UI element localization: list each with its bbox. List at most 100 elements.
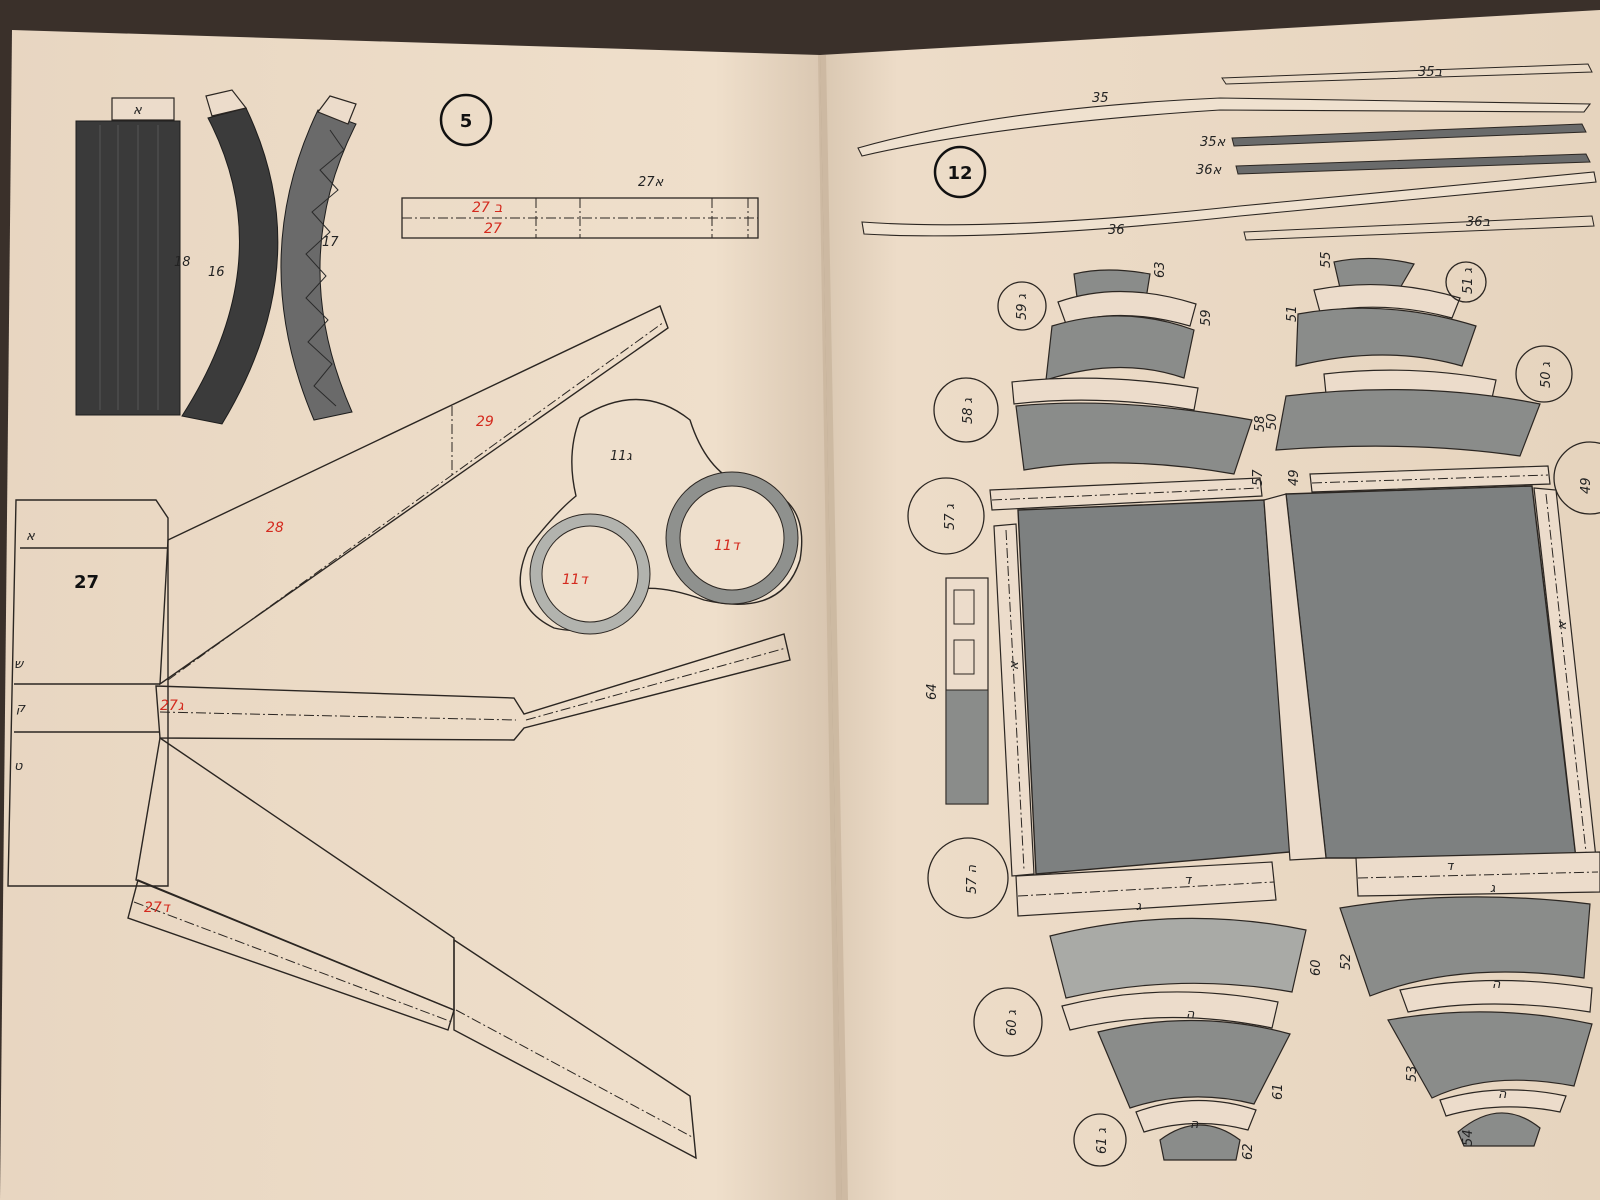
rod-label-35b: ב35 [1418, 65, 1443, 80]
circle-label-51: 51 ג [1461, 267, 1476, 294]
strip-bottom-right [1355, 851, 1600, 897]
wing-piece-28-29 [159, 305, 669, 686]
arc-label-58: 58 [1253, 415, 1268, 432]
arc-label-62: 62 [1241, 1143, 1256, 1160]
strip-18-label: 18 [174, 255, 191, 270]
lens-left-label: ד11 [562, 572, 589, 588]
rod-label-36a: א36 [1196, 163, 1222, 178]
circle-marker-57b [927, 837, 1009, 919]
strip-16-label: 16 [208, 265, 225, 280]
circle-marker-51 [1445, 261, 1487, 303]
tail-strip-27d [127, 879, 455, 1031]
circle-marker-58 [933, 377, 999, 443]
side-piece-64-notch-1 [953, 589, 975, 625]
edge-letter-4: ט [14, 759, 23, 774]
arc-54-strip [1439, 1089, 1567, 1117]
circle-marker-49 [1553, 441, 1600, 515]
sheet-number-circle-12 [933, 145, 987, 199]
arc-51 [1295, 307, 1477, 367]
rod-label-36b: ב36 [1466, 215, 1491, 230]
circle-label-60: 60 ג [1005, 1009, 1020, 1036]
side-piece-64-notch-2 [953, 639, 975, 675]
panel-divider-strip [1263, 493, 1327, 861]
circle-marker-57a [907, 477, 985, 555]
arc-52 [1339, 896, 1591, 997]
arc-label-59: 59 [1199, 309, 1214, 326]
part-27-red-label: 27 [484, 221, 502, 237]
strip-letter-h-2: ה [1190, 1117, 1199, 1132]
panel-left-side-strip [993, 523, 1035, 877]
arc-label-54: 54 [1461, 1129, 1476, 1146]
strip-letter-d-right: ד [1446, 859, 1455, 874]
rod-36a [1235, 153, 1591, 175]
goggles-label: 11ג [610, 449, 633, 464]
sheet-number-12: 12 [947, 163, 972, 184]
strip-17-zigzag [305, 129, 345, 407]
arc-53-strip [1399, 979, 1593, 1013]
main-piece-27-label: 27 [74, 572, 99, 593]
edge-letter-1: א [26, 529, 35, 544]
arc-62-strip [1135, 1099, 1257, 1133]
arc-53 [1387, 1011, 1593, 1099]
circle-label-49: 49 [1579, 477, 1594, 494]
side-label-64: 64 [925, 683, 940, 700]
strip-17-label: 17 [322, 235, 339, 250]
rod-36b [1243, 215, 1595, 241]
strip-letter-h-4: ה [1498, 1087, 1507, 1102]
strip-letter-a-right: א [1555, 621, 1570, 630]
circle-marker-59 [997, 281, 1047, 331]
side-piece-64-grey [945, 689, 989, 805]
arc-label-55: 55 [1319, 251, 1334, 268]
strip-17-tab [317, 95, 357, 125]
right-page: 35 ב35 א35 א36 36 ב36 12 63 59 58 55 51 … [820, 10, 1600, 1200]
circle-label-57a: 57 ג [943, 503, 958, 530]
part-27a-label: 27א [638, 175, 664, 190]
rod-label-36: 36 [1108, 223, 1125, 238]
strip-49-top [1309, 465, 1551, 493]
arc-label-53: 53 [1405, 1065, 1420, 1082]
circle-marker-61 [1073, 1113, 1127, 1167]
wing-label-28: 28 [266, 520, 284, 536]
left-page: א 18 16 17 5 27א 27 ב 27 27 א ש ק ט [0, 30, 842, 1200]
circle-label-58: 58 ג [961, 397, 976, 424]
arm-piece-27g [155, 633, 791, 741]
arc-61 [1097, 1019, 1291, 1109]
sheet-number-circle-5 [439, 93, 493, 147]
circle-marker-50 [1515, 345, 1573, 403]
strip-18-stripes [99, 125, 159, 410]
rod-label-35a: א35 [1200, 135, 1226, 150]
circle-label-57b: 57 ה [965, 864, 980, 894]
arc-label-52: 52 [1339, 953, 1354, 970]
tail-strip-2 [453, 938, 697, 1160]
arc-label-51: 51 [1285, 305, 1300, 322]
strip-18-tab-letter: א [133, 103, 142, 118]
arc-label-61: 61 [1271, 1083, 1286, 1100]
part-27d-label: ד27 [144, 900, 171, 916]
circle-marker-60 [973, 987, 1043, 1057]
rod-35 [857, 97, 1592, 157]
main-piece-27 [7, 499, 169, 887]
wing-label-29: 29 [476, 414, 494, 430]
part-27b-label: 27 ב [472, 200, 502, 216]
arc-label-63: 63 [1153, 261, 1168, 278]
lens-right-label: ד11 [714, 538, 741, 554]
arc-55 [1333, 257, 1415, 289]
strip-letter-h-1: ה [1186, 1007, 1195, 1022]
strip-letter-d-left: ד [1184, 873, 1193, 888]
arc-label-50: 50 [1265, 413, 1280, 430]
strip-18-tab [111, 97, 175, 121]
circle-label-50: 50 ג [1539, 361, 1554, 388]
lens-right [679, 485, 785, 591]
circle-label-59: 59 ג [1015, 293, 1030, 320]
strip-letter-g-left: ג [1136, 899, 1142, 914]
rod-35b [1221, 63, 1593, 85]
arc-62 [1159, 1124, 1241, 1161]
strip-letter-a-left: א [1007, 661, 1022, 670]
rod-label-35: 35 [1092, 91, 1109, 106]
arc-61-strip [1061, 991, 1279, 1031]
arc-60 [1049, 917, 1307, 999]
sheet-number-5: 5 [460, 111, 473, 132]
arc-58 [1015, 402, 1253, 475]
book-gutter [818, 55, 848, 1200]
